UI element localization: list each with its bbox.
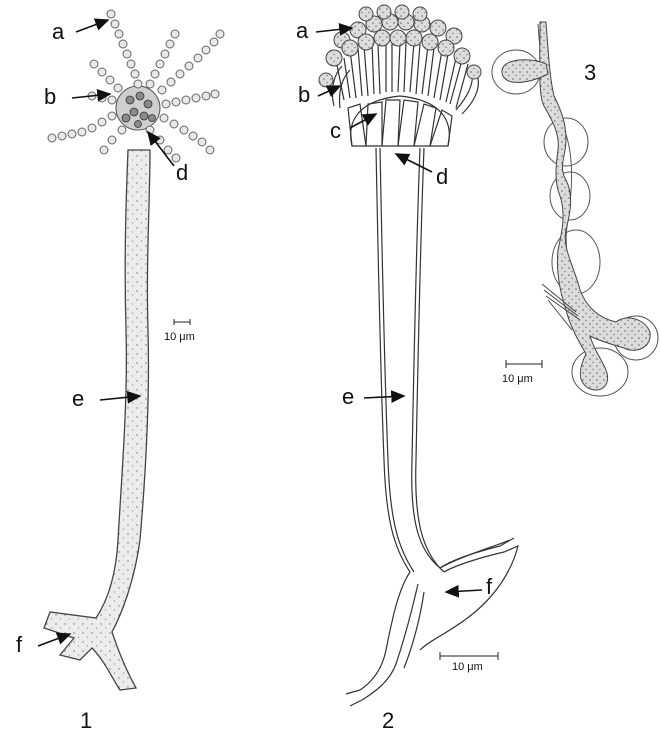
- fig2-arrow-b: [318, 86, 340, 96]
- fig1-scale-bar: 10 μm: [164, 319, 195, 343]
- fig1-number: 1: [80, 708, 92, 733]
- fig1-label-d: d: [176, 160, 188, 185]
- fig2-label-a: a: [296, 18, 309, 43]
- fig1-arrow-a: [76, 20, 108, 32]
- fig2-arrow-d: [396, 154, 432, 172]
- fig1-stipe: [44, 150, 150, 690]
- fig2-label-f: f: [486, 574, 493, 599]
- fig2-scale-label: 10 μm: [452, 661, 483, 673]
- fig1-label-a: a: [52, 19, 65, 44]
- fig1-scale-label: 10 μm: [164, 331, 195, 343]
- fig2-label-c: c: [330, 118, 341, 143]
- figure-2-conidiophore: 10 μm a b c d e f 2: [296, 5, 518, 733]
- figure-3-hypha: 10 μm 3: [492, 22, 658, 396]
- fig1-label-e: e: [72, 386, 84, 411]
- fig3-number: 3: [584, 60, 596, 85]
- fig2-label-b: b: [298, 82, 310, 107]
- fig3-scale-bar: 10 μm: [502, 360, 542, 385]
- fig3-scale-label: 10 μm: [502, 373, 533, 385]
- fig1-arrow-f: [38, 634, 70, 646]
- fig2-scale-bar: 10 μm: [440, 652, 498, 673]
- figure-1-conidiophore: 10 μm a b d e f 1: [16, 10, 224, 733]
- fig2-arrow-e: [364, 396, 404, 398]
- fig2-arrow-f: [446, 590, 482, 592]
- fig2-arrow-a: [316, 28, 352, 32]
- fig1-label-b: b: [44, 84, 56, 109]
- fig2-number: 2: [382, 708, 394, 733]
- fig1-head: [48, 10, 224, 162]
- fig2-label-e: e: [342, 384, 354, 409]
- fig1-label-f: f: [16, 632, 23, 657]
- fig2-label-d: d: [436, 164, 448, 189]
